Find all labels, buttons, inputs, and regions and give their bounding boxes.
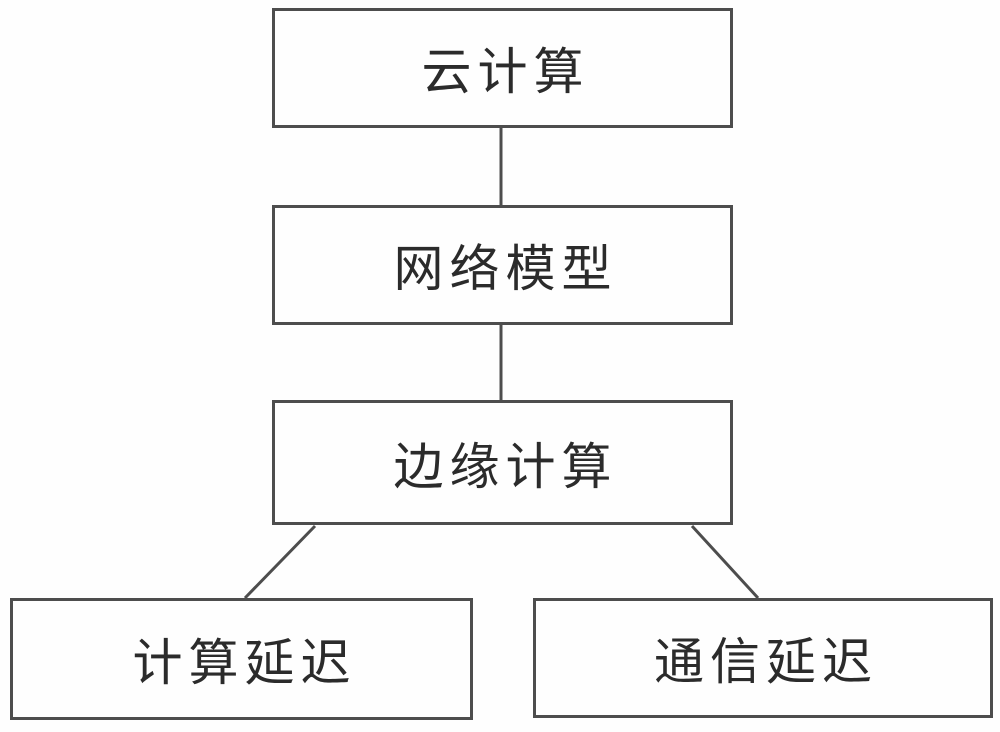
node-communication-delay: 通信延迟 xyxy=(533,598,993,718)
edge-edge-to-computing-delay xyxy=(243,524,317,600)
node-edge-computing-label: 边缘计算 xyxy=(393,438,618,495)
node-network-model: 网络模型 xyxy=(272,205,733,325)
node-communication-delay-label: 通信延迟 xyxy=(654,634,878,690)
node-computing-delay: 计算延迟 xyxy=(10,598,473,720)
node-edge-computing: 边缘计算 xyxy=(272,400,733,525)
edge-edge-to-communication-delay xyxy=(690,524,760,600)
node-cloud-computing-label: 云计算 xyxy=(421,44,590,100)
node-cloud-computing: 云计算 xyxy=(272,8,733,128)
node-network-model-label: 网络模型 xyxy=(393,241,618,297)
node-computing-delay-label: 计算延迟 xyxy=(132,635,357,691)
